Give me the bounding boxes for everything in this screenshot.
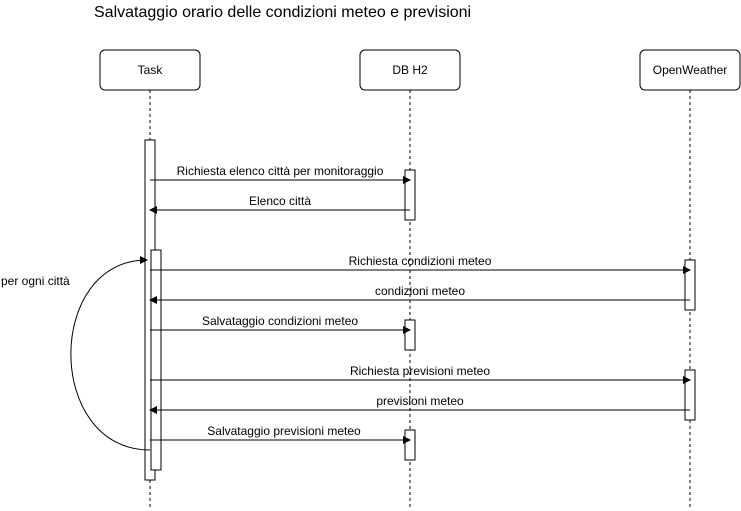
loop-label: per ogni città [1, 274, 70, 288]
message-6-label: Richiesta previsioni meteo [350, 364, 490, 378]
message-2-label: Elenco città [249, 194, 311, 208]
participant-db-label: DB H2 [392, 63, 428, 77]
activation-db-3 [404, 429, 416, 461]
message-5: Salvataggio condizioni meteo [150, 314, 411, 334]
message-2: Elenco città [149, 194, 410, 214]
activation-db-1 [404, 169, 416, 221]
activation-task-loop [150, 249, 162, 471]
message-4-label: condizioni meteo [375, 284, 465, 298]
message-1: Richiesta elenco città per monitoraggio [150, 164, 411, 184]
activation-openweather-1 [684, 259, 696, 311]
participant-openweather[interactable]: OpenWeather [639, 49, 741, 91]
message-8-label: Salvataggio previsioni meteo [207, 424, 361, 438]
message-5-label: Salvataggio condizioni meteo [202, 314, 358, 328]
participant-db[interactable]: DB H2 [359, 49, 461, 91]
participant-task[interactable]: Task [99, 49, 201, 91]
activation-openweather-2 [684, 369, 696, 421]
message-7-label: previsioni meteo [376, 394, 464, 408]
message-3: Richiesta condizioni meteo [150, 254, 691, 274]
activation-db-2 [404, 319, 416, 351]
message-3-label: Richiesta condizioni meteo [349, 254, 492, 268]
participant-task-label: Task [138, 63, 164, 77]
message-8: Salvataggio previsioni meteo [150, 424, 411, 444]
message-6: Richiesta previsioni meteo [150, 364, 691, 384]
loop-arrow [70, 256, 151, 451]
message-1-label: Richiesta elenco città per monitoraggio [177, 164, 384, 178]
diagram-title: Salvataggio orario delle condizioni mete… [94, 4, 471, 21]
message-4: condizioni meteo [149, 284, 690, 304]
participant-openweather-label: OpenWeather [653, 63, 728, 77]
message-7: previsioni meteo [149, 394, 690, 414]
